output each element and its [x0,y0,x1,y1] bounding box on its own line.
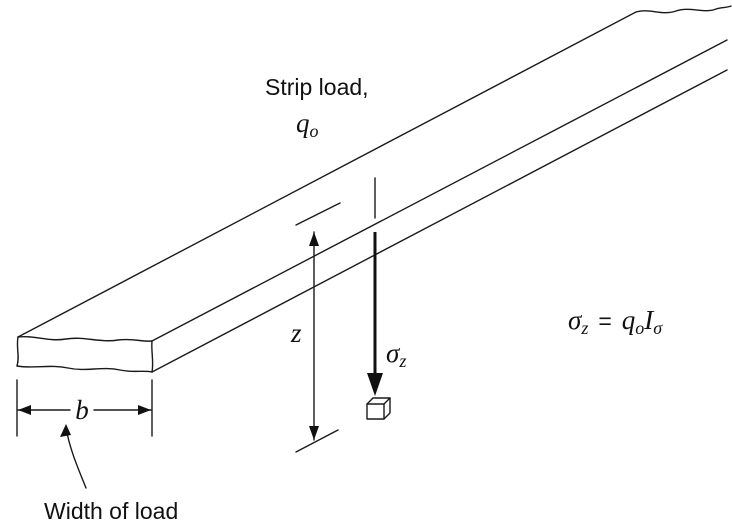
strip-top-front-edge [151,39,728,342]
depth-arrowhead-bottom [309,426,319,440]
strip-end-top-break [17,335,153,342]
soil-element [366,397,391,420]
width-dimension: b [16,379,153,437]
depth-label: z [290,318,302,348]
stress-label: σz [386,338,406,371]
stress-equation: σz=qoIσ [568,305,663,338]
leader-arrowhead [60,424,71,437]
width-caption-leader [60,424,87,489]
strip-end-right-side [151,340,154,373]
strip-bottom-front-edge [151,69,728,373]
q-symbol: qo [296,108,319,141]
depth-tick-top [295,202,341,226]
width-arrowhead-left [18,405,31,415]
strip-far-break [635,5,732,14]
depth-dimension: z [290,202,341,453]
strip-end-left-side [16,336,19,367]
depth-tick-bottom [295,429,339,453]
width-arrowhead-right [138,405,151,415]
leader-line [65,427,87,489]
strip-end-bottom-break [16,365,153,373]
depth-arrowhead-top [309,232,319,246]
stress-arrowhead [367,373,383,396]
width-caption: Width of load [44,498,178,524]
strip-footing [16,5,732,373]
stress-arrow [367,232,383,396]
width-symbol: b [75,395,89,425]
strip-load-label: Strip load, [265,74,369,100]
strip-top-back-edge [17,11,637,338]
